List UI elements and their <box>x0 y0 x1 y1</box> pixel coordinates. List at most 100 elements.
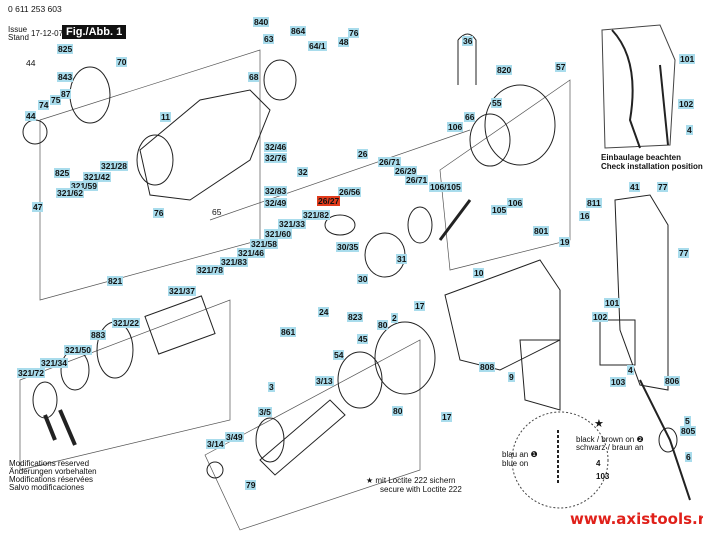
part-label-76[interactable]: 76 <box>153 208 165 218</box>
part-label-68[interactable]: 68 <box>248 72 260 82</box>
part-label-805[interactable]: 805 <box>680 426 697 436</box>
part-label-820[interactable]: 820 <box>496 65 513 75</box>
website-watermark[interactable]: www.axistools.ru <box>570 510 703 528</box>
part-label-821[interactable]: 821 <box>107 276 124 286</box>
part-label-106[interactable]: 106 <box>447 122 464 132</box>
part-label-321-62[interactable]: 321/62 <box>56 188 84 198</box>
part-label-321-22[interactable]: 321/22 <box>112 318 140 328</box>
part-label-5[interactable]: 5 <box>684 416 691 426</box>
part-label-861[interactable]: 861 <box>280 327 297 337</box>
part-label-44[interactable]: 44 <box>25 111 37 121</box>
part-label-80[interactable]: 80 <box>377 320 389 330</box>
part-label-825[interactable]: 825 <box>54 168 71 178</box>
part-label-79[interactable]: 79 <box>245 480 257 490</box>
part-label-825[interactable]: 825 <box>57 44 74 54</box>
part-label-106[interactable]: 106 <box>507 198 524 208</box>
part-label-3-5[interactable]: 3/5 <box>258 407 272 417</box>
part-label-103[interactable]: 103 <box>610 377 627 387</box>
part-label-16[interactable]: 16 <box>579 211 591 221</box>
part-label-65[interactable]: 65 <box>212 207 222 217</box>
part-label-74[interactable]: 74 <box>38 100 50 110</box>
part-label-26-29[interactable]: 26/29 <box>394 166 418 176</box>
part-label-63[interactable]: 63 <box>263 34 275 44</box>
part-label-321-83[interactable]: 321/83 <box>220 257 248 267</box>
part-label-823[interactable]: 823 <box>347 312 364 322</box>
part-label-321-59[interactable]: 321/59 <box>70 181 98 191</box>
part-label-811[interactable]: 811 <box>586 198 602 208</box>
part-label-321-37[interactable]: 321/37 <box>168 286 196 296</box>
part-label-321-78[interactable]: 321/78 <box>196 265 224 275</box>
part-label-883[interactable]: 883 <box>90 330 107 340</box>
part-label-321-34[interactable]: 321/34 <box>40 358 68 368</box>
part-label-24[interactable]: 24 <box>318 307 330 317</box>
part-label-321-46[interactable]: 321/46 <box>237 248 265 258</box>
part-label-36[interactable]: 36 <box>462 36 474 46</box>
part-label-26-71[interactable]: 26/71 <box>378 157 402 167</box>
part-label-864[interactable]: 864 <box>290 26 307 36</box>
part-label-3-14[interactable]: 3/14 <box>206 439 225 449</box>
part-label-41[interactable]: 41 <box>629 182 641 192</box>
part-label-4[interactable]: 4 <box>627 365 634 375</box>
part-label-101[interactable]: 101 <box>604 298 621 308</box>
part-label-80[interactable]: 80 <box>392 406 404 416</box>
part-label-30-35[interactable]: 30/35 <box>336 242 360 252</box>
part-label-77[interactable]: 77 <box>657 182 669 192</box>
part-label-806[interactable]: 806 <box>664 376 681 386</box>
part-label-321-33[interactable]: 321/33 <box>278 219 306 229</box>
part-label-3[interactable]: 3 <box>268 382 275 392</box>
part-label-48[interactable]: 48 <box>338 37 350 47</box>
part-label-32-49[interactable]: 32/49 <box>264 198 288 208</box>
part-label-87[interactable]: 87 <box>60 89 72 99</box>
part-label-321-60[interactable]: 321/60 <box>264 229 292 239</box>
part-label-321-42[interactable]: 321/42 <box>83 172 111 182</box>
part-label-77[interactable]: 77 <box>678 248 690 258</box>
part-label-75[interactable]: 75 <box>50 95 62 105</box>
part-label-64-1[interactable]: 64/1 <box>308 41 327 51</box>
part-label-54[interactable]: 54 <box>333 350 345 360</box>
part-label-32-46[interactable]: 32/46 <box>264 142 288 152</box>
part-label-105[interactable]: 105 <box>491 205 508 215</box>
part-label-801[interactable]: 801 <box>533 226 550 236</box>
part-label-55[interactable]: 55 <box>491 98 503 108</box>
part-label-47[interactable]: 47 <box>32 202 44 212</box>
part-label-102[interactable]: 102 <box>678 99 695 109</box>
part-label-840[interactable]: 840 <box>253 17 270 27</box>
part-label-321-28[interactable]: 321/28 <box>100 161 128 171</box>
part-label-321-72[interactable]: 321/72 <box>17 368 45 378</box>
part-label-321-82[interactable]: 321/82 <box>302 210 330 220</box>
part-label-321-50[interactable]: 321/50 <box>64 345 92 355</box>
part-label-101[interactable]: 101 <box>679 54 696 64</box>
part-label-19[interactable]: 19 <box>559 237 571 247</box>
part-label-10[interactable]: 10 <box>473 268 485 278</box>
part-label-31[interactable]: 31 <box>396 254 408 264</box>
part-label-70[interactable]: 70 <box>116 57 128 67</box>
part-label-26-27[interactable]: 26/27 <box>317 196 341 206</box>
part-label-76[interactable]: 76 <box>348 28 360 38</box>
part-label-6[interactable]: 6 <box>685 452 692 462</box>
wire-102 <box>659 64 669 146</box>
part-label-17[interactable]: 17 <box>414 301 426 311</box>
part-label-9[interactable]: 9 <box>508 372 515 382</box>
part-label-26-56[interactable]: 26/56 <box>338 187 362 197</box>
part-label-102[interactable]: 102 <box>592 312 609 322</box>
part-label-3-13[interactable]: 3/13 <box>315 376 334 386</box>
part-label-32[interactable]: 32 <box>297 167 309 177</box>
part-label-17[interactable]: 17 <box>441 412 453 422</box>
part-label-4[interactable]: 4 <box>686 125 693 135</box>
part-label-11[interactable]: 11 <box>160 112 171 122</box>
part-label-808[interactable]: 808 <box>479 362 496 372</box>
part-label-2[interactable]: 2 <box>391 313 398 323</box>
part-label-32-76[interactable]: 32/76 <box>264 153 288 163</box>
part-label-843[interactable]: 843 <box>57 72 74 82</box>
part-label-32-83[interactable]: 32/83 <box>264 186 288 196</box>
part-label-106-105[interactable]: 106/105 <box>429 182 462 192</box>
part-label-321-58[interactable]: 321/58 <box>250 239 278 249</box>
part-label-26[interactable]: 26 <box>357 149 369 159</box>
part-label-45[interactable]: 45 <box>357 334 369 344</box>
part-label-3-49[interactable]: 3/49 <box>225 432 244 442</box>
part-label-44[interactable]: 44 <box>26 58 36 68</box>
part-label-57[interactable]: 57 <box>555 62 567 72</box>
part-label-30[interactable]: 30 <box>357 274 369 284</box>
part-label-26-71[interactable]: 26/71 <box>405 175 429 185</box>
part-label-66[interactable]: 66 <box>464 112 476 122</box>
